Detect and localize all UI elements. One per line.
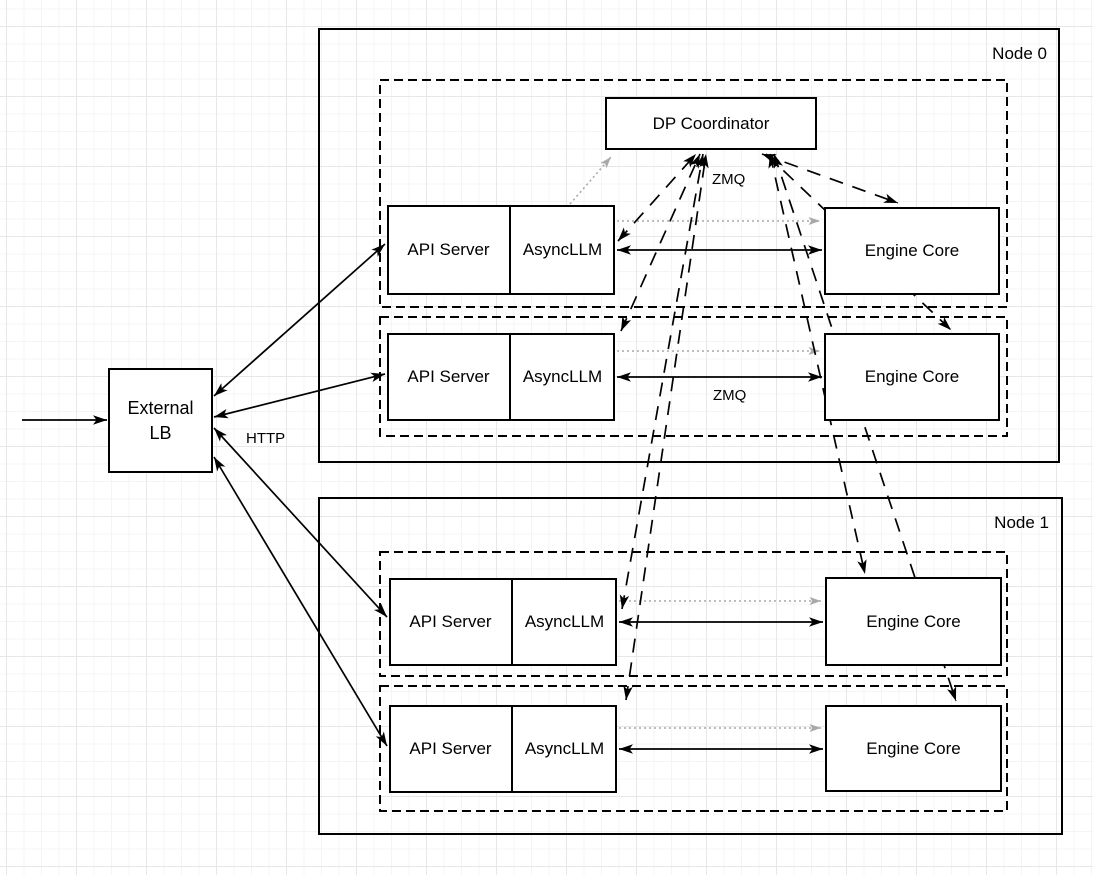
asyncllm-cell: AsyncLLM — [511, 580, 616, 664]
dp-coordinator-label: DP Coordinator — [652, 113, 770, 133]
asyncllm-cell: AsyncLLM — [509, 207, 614, 293]
engine-core-box-n1r0: Engine Core — [825, 577, 1002, 666]
asyncllm-cell: AsyncLLM — [509, 335, 614, 419]
engine-core-box-n1r1: Engine Core — [825, 705, 1002, 792]
api-async-box-n1r0: API Server AsyncLLM — [389, 578, 617, 666]
arrow-lb-api-n1r0 — [213, 427, 388, 618]
zmq-label-row2: ZMQ — [713, 387, 747, 404]
arrow-lb-api-n0r0 — [213, 243, 386, 397]
api-async-box-n1r1: API Server AsyncLLM — [389, 705, 617, 793]
node1-label: Node 1 — [994, 513, 1049, 532]
api-async-box-n0r0: API Server AsyncLLM — [387, 205, 615, 295]
zmq-async-dpcoord-n0r1 — [620, 153, 701, 332]
external-lb-box: External LB — [108, 368, 213, 473]
engine-core-label: Engine Core — [866, 611, 961, 631]
http-label: HTTP — [246, 430, 286, 447]
external-lb-label: External LB — [127, 398, 194, 443]
api-server-cell: API Server — [409, 612, 492, 631]
dotted-async-dpcoord-n0r0 — [569, 156, 612, 205]
api-server-cell: API Server — [409, 739, 492, 758]
zmq-label-top: ZMQ — [712, 171, 746, 188]
zmq-async-dpcoord-n0r0 — [617, 153, 697, 242]
dp-coordinator-box: DP Coordinator — [605, 97, 817, 150]
engine-core-label: Engine Core — [864, 367, 960, 386]
arrow-lb-api-n0r1 — [213, 372, 386, 419]
arrow-lb-api-n1r1 — [213, 456, 388, 747]
zmq-async-dpcoord-n1r1 — [623, 153, 709, 701]
api-async-box-n0r1: API Server AsyncLLM — [387, 333, 615, 421]
node0-label: Node 0 — [992, 44, 1047, 63]
asyncllm-cell: AsyncLLM — [511, 707, 616, 791]
api-server-cell: API Server — [407, 367, 490, 386]
engine-core-box-n0r0: Engine Core — [824, 207, 1000, 295]
engine-core-label: Engine Core — [866, 738, 961, 758]
api-server-cell: API Server — [407, 240, 490, 259]
engine-core-label: Engine Core — [864, 241, 960, 260]
engine-core-box-n0r1: Engine Core — [824, 333, 1000, 421]
